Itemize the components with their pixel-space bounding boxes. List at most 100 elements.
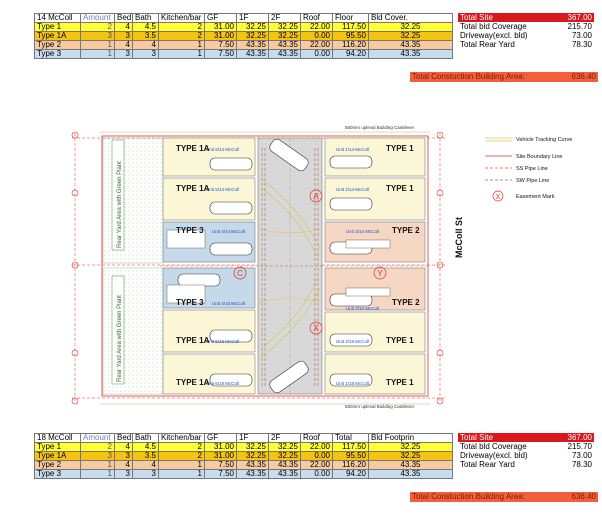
schedule-header-cell: 1F xyxy=(236,433,269,443)
legend-label: SW Pipe Line xyxy=(516,178,549,184)
unit-name-label: Unit 1/14 McColl xyxy=(336,147,369,152)
unit-name-label: Unit 6/18 McColl xyxy=(206,381,239,386)
schedule-cell-type: Type 1A xyxy=(34,31,81,41)
schedule-header-cell: Bld Footprin xyxy=(368,433,453,443)
schedule-cell-roof: 0.00 xyxy=(300,451,333,461)
schedule-cell-kitchen: 1 xyxy=(158,49,205,59)
summary-row: Driveway(excl. bld)73.00 xyxy=(458,451,594,460)
schedule-header-cell: Kitchen/bar xyxy=(158,13,205,23)
summary-label: Driveway(excl. bld) xyxy=(460,31,528,40)
unit-type-label: TYPE 1A xyxy=(176,336,210,345)
schedule-cell-cover: 43.35 xyxy=(368,49,453,59)
schedule-cell-bed: 3 xyxy=(114,31,133,41)
schedule-cell-bath: 4 xyxy=(132,460,159,470)
schedule-cell-gf: 7.50 xyxy=(204,49,237,59)
street-label: McColl St xyxy=(454,217,464,258)
summary-label: Total Rear Yard xyxy=(460,40,515,49)
schedule-cell-kitchen: 2 xyxy=(158,22,205,32)
canopy-label-bottom: 550mm upleval Building Cantilever xyxy=(345,404,415,409)
schedule-cell-amount: 1 xyxy=(80,40,115,50)
schedule-cell-type: Type 3 xyxy=(34,49,81,59)
total-site-value: 367.00 xyxy=(555,13,594,22)
schedule-cell-f1: 32.25 xyxy=(236,22,269,32)
schedule-header-cell: Bld Cover. xyxy=(368,13,453,23)
schedule-header-cell: Bed xyxy=(114,13,133,23)
canopy-label-top: 550mm upleval Building Cantilever xyxy=(345,125,415,130)
schedule-cell-bed: 4 xyxy=(114,22,133,32)
schedule-header-cell: 14 McColl xyxy=(34,13,81,23)
schedule-cell-floor: 95.50 xyxy=(332,31,369,41)
legend-label: Easement Mark xyxy=(516,194,555,200)
total-site-label: Total Site xyxy=(458,433,556,442)
schedule-header-cell: Kitchen/bar xyxy=(158,433,205,443)
unit-name-label: Unit 6/14 McColl xyxy=(206,147,239,152)
unit-type-label: TYPE 1A xyxy=(176,184,210,193)
schedule-cell-bath: 3 xyxy=(132,49,159,59)
schedule-cell-kitchen: 2 xyxy=(158,451,205,461)
total-site-label: Total Site xyxy=(458,13,556,22)
schedule-cell-floor: 116.20 xyxy=(332,460,369,470)
easement-mark-a: A xyxy=(313,192,319,201)
schedule-header-cell: Amount xyxy=(80,433,115,443)
schedule-cell-bed: 4 xyxy=(114,460,133,470)
schedule-cell-f2: 32.25 xyxy=(268,31,301,41)
schedule-cell-cover: 43.35 xyxy=(368,469,453,479)
schedule-cell-bath: 3.5 xyxy=(132,31,159,41)
summary-value: 78.30 xyxy=(571,40,592,49)
schedule-cell-gf: 31.00 xyxy=(204,22,237,32)
schedule-header-cell: 2F xyxy=(268,13,301,23)
schedule-cell-f1: 43.35 xyxy=(236,460,269,470)
schedule-cell-type: Type 3 xyxy=(34,469,81,479)
schedule-cell-f1: 32.25 xyxy=(236,31,269,41)
unit-type-label: TYPE 1 xyxy=(386,184,414,193)
schedule-cell-floor: 94.20 xyxy=(332,469,369,479)
schedule-header-cell: 2F xyxy=(268,433,301,443)
easement-mark-y: Y xyxy=(377,269,383,278)
schedule-header-cell: 1F xyxy=(236,13,269,23)
schedule-header-cell: Total xyxy=(332,433,369,443)
total-site-value: 367.00 xyxy=(555,433,594,442)
schedule-cell-type: Type 1A xyxy=(34,451,81,461)
schedule-cell-f2: 43.35 xyxy=(268,40,301,50)
schedule-cell-cover: 32.25 xyxy=(368,442,453,452)
unit-name-label: Unit 3/14 McColl xyxy=(346,229,379,234)
unit-type-label: TYPE 3 xyxy=(176,298,204,307)
schedule-cell-floor: 116.20 xyxy=(332,40,369,50)
schedule-cell-roof: 22.00 xyxy=(300,442,333,452)
schedule-cell-bed: 3 xyxy=(114,469,133,479)
summary-value: 78.30 xyxy=(571,460,592,469)
schedule-cell-f2: 43.35 xyxy=(268,460,301,470)
schedule-cell-type: Type 1 xyxy=(34,22,81,32)
schedule-header-cell: GF xyxy=(204,13,237,23)
schedule-cell-bath: 3 xyxy=(132,469,159,479)
summary-row: Total Rear Yard 78.30 xyxy=(458,40,594,49)
schedule-cell-gf: 7.50 xyxy=(204,40,237,50)
easement-mark-c: C xyxy=(237,269,243,278)
schedule-cell-roof: 0.00 xyxy=(300,469,333,479)
schedule-cell-f1: 43.35 xyxy=(236,40,269,50)
schedule-cell-roof: 22.00 xyxy=(300,40,333,50)
legend-label: Vehicle Tracking Curve xyxy=(516,137,572,143)
schedule-cell-f1: 43.35 xyxy=(236,49,269,59)
schedule-cell-cover: 32.25 xyxy=(368,451,453,461)
bottom-total-construction-area: Total Constuction Building Area: 636.40 xyxy=(410,492,598,502)
schedule-cell-roof: 0.00 xyxy=(300,49,333,59)
rear-yard-label-bottom: Rear Yard Area with Green Plant xyxy=(117,295,123,382)
unit-name-label: Unit 1/18 McColl xyxy=(336,381,369,386)
summary-label: Total bld Coverage xyxy=(460,442,527,451)
summary-value: 215.70 xyxy=(567,22,592,31)
schedule-cell-floor: 95.50 xyxy=(332,451,369,461)
plan-legend: Vehicle Tracking Curve Site Boundary Lin… xyxy=(485,137,572,202)
schedule-cell-kitchen: 2 xyxy=(158,31,205,41)
schedule-cell-f2: 32.25 xyxy=(268,451,301,461)
schedule-cell-floor: 117.50 xyxy=(332,22,369,32)
